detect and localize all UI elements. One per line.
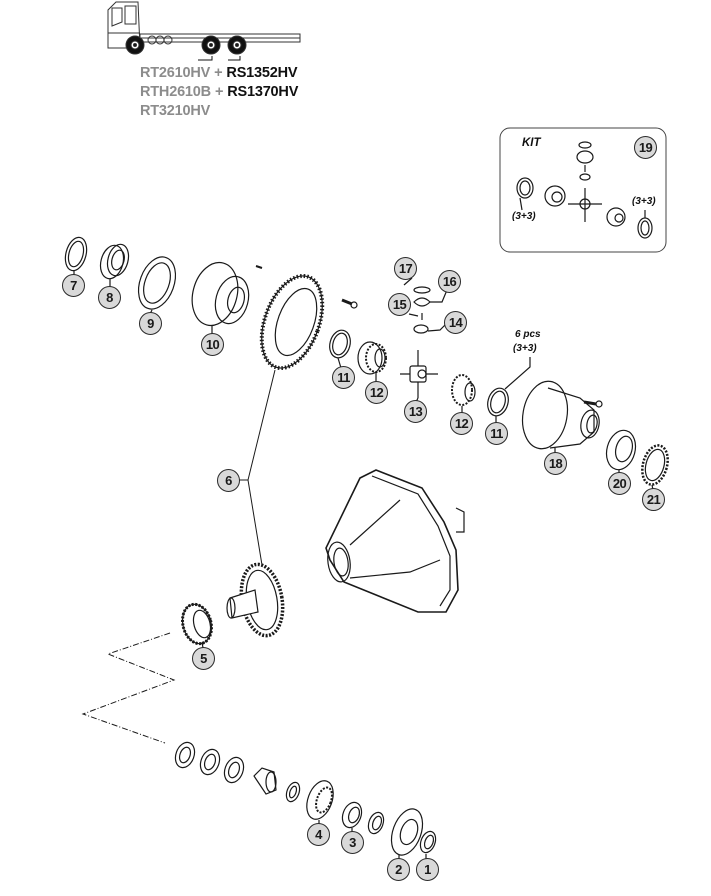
- model-front: RT3210HV: [140, 103, 211, 119]
- part-13-spider: [400, 350, 438, 403]
- part-6-crown-wheel: [259, 273, 325, 371]
- callout-4[interactable]: 4: [307, 823, 330, 846]
- callout-10[interactable]: 10: [201, 333, 224, 356]
- bolt-left: [341, 298, 358, 309]
- truck-illustration: [107, 1, 301, 61]
- callout-18[interactable]: 18: [544, 452, 567, 475]
- callout-17[interactable]: 17: [394, 257, 417, 280]
- callout-2[interactable]: 2: [387, 858, 410, 881]
- callout-12-left[interactable]: 12: [365, 381, 388, 404]
- callout-11-right[interactable]: 11: [485, 422, 508, 445]
- model-row: RTH2610B+RS1370HV: [140, 83, 298, 102]
- washer: [285, 781, 301, 803]
- callout-7[interactable]: 7: [62, 274, 85, 297]
- part-12-side-gear-left: [357, 341, 387, 382]
- callout-11-left[interactable]: 11: [332, 366, 355, 389]
- part-6-pinion: [226, 562, 285, 638]
- kit-qty-right: (3+3): [632, 196, 656, 207]
- kit-label: KIT: [522, 137, 541, 149]
- spacer: [253, 767, 277, 795]
- callout-14[interactable]: 14: [444, 311, 467, 334]
- callout-13[interactable]: 13: [404, 400, 427, 423]
- leader-6: [238, 369, 276, 566]
- pinion-shims: [174, 741, 245, 784]
- part-2-flange: [390, 808, 424, 860]
- callout-19[interactable]: 19: [634, 136, 657, 159]
- part-4-bearing: [306, 780, 334, 826]
- kit-qty-left: (3+3): [512, 211, 536, 222]
- callout-5[interactable]: 5: [192, 647, 215, 670]
- callout-15[interactable]: 15: [388, 293, 411, 316]
- model-row: RT2610HV+RS1352HV: [140, 64, 298, 83]
- washer-qty-note: 6 pcs: [515, 329, 541, 340]
- model-front: RTH2610B: [140, 84, 211, 100]
- callout-20[interactable]: 20: [608, 472, 631, 495]
- callout-1[interactable]: 1: [416, 858, 439, 881]
- leader-zigzag: [81, 632, 176, 744]
- part-18-case-half: [521, 380, 603, 456]
- part-20-bearing: [605, 429, 637, 474]
- part-5-bearing: [181, 602, 213, 649]
- kit-box: [499, 127, 667, 253]
- callout-16[interactable]: 16: [438, 270, 461, 293]
- callout-3[interactable]: 3: [341, 831, 364, 854]
- model-rear: RS1352HV: [226, 65, 298, 81]
- callout-6[interactable]: 6: [217, 469, 240, 492]
- axle-housing: [325, 469, 465, 613]
- part-3-bearing: [341, 801, 363, 832]
- washer-split-note: (3+3): [513, 343, 537, 354]
- part-12-side-gear-right: [451, 374, 476, 414]
- seal: [367, 811, 385, 835]
- model-plus: +: [214, 65, 223, 81]
- part-11-thrust-washer-left: [329, 329, 351, 369]
- callout-12-right[interactable]: 12: [450, 412, 473, 435]
- callout-9[interactable]: 9: [139, 312, 162, 335]
- model-plus: +: [214, 84, 224, 100]
- part-9-shim: [137, 256, 177, 315]
- model-front: RT2610HV: [140, 65, 211, 81]
- model-rear: RS1370HV: [227, 84, 299, 100]
- callout-8[interactable]: 8: [98, 286, 121, 309]
- part-11-thrust-washer-right: [487, 357, 531, 424]
- model-list: RT2610HV+RS1352HV RTH2610B+RS1370HV RT32…: [140, 64, 298, 121]
- part-7-bearing-cup: [64, 236, 88, 276]
- model-row: RT3210HV: [140, 102, 298, 121]
- callout-21[interactable]: 21: [642, 488, 665, 511]
- part-10-case-half: [191, 261, 263, 334]
- part-8-bearing: [99, 243, 130, 287]
- part-21-bearing-cup: [641, 444, 669, 491]
